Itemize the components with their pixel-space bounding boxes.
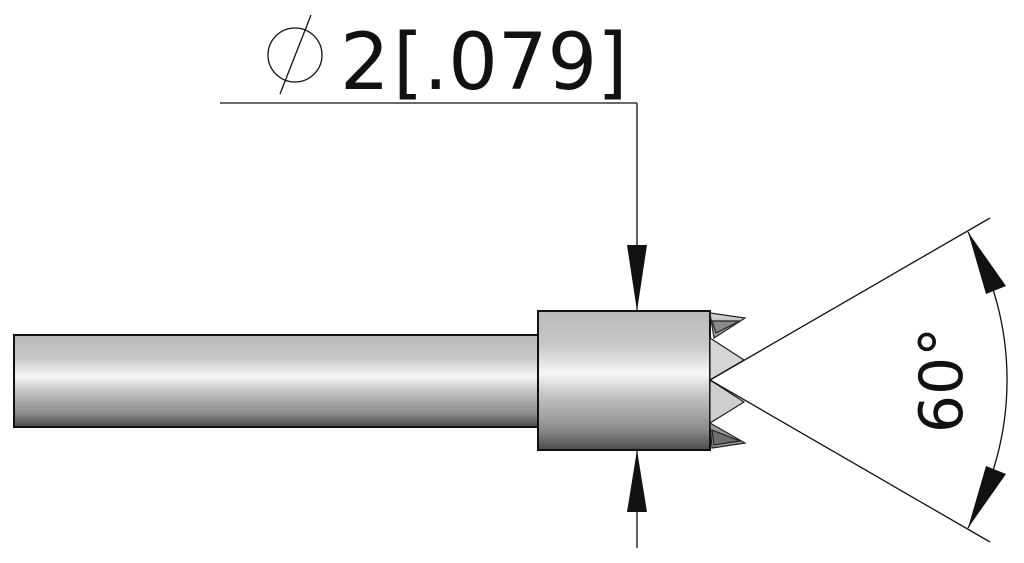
cutter-teeth	[709, 312, 747, 449]
arrowhead-icon	[627, 450, 647, 512]
diameter-value-label: 2	[340, 18, 390, 108]
arrowhead-icon	[627, 245, 647, 311]
shank	[13, 334, 543, 428]
arrowhead-icon	[968, 466, 1006, 528]
arrowhead-icon	[968, 232, 1006, 294]
angle-extension-lines	[709, 217, 991, 543]
angle-value-label: 60°	[907, 327, 977, 433]
angle-dimension-arc	[967, 231, 1008, 529]
diameter-alt-value-label: [.079]	[393, 18, 628, 108]
diameter-symbol-icon	[267, 14, 323, 95]
cutter-head	[537, 310, 711, 451]
